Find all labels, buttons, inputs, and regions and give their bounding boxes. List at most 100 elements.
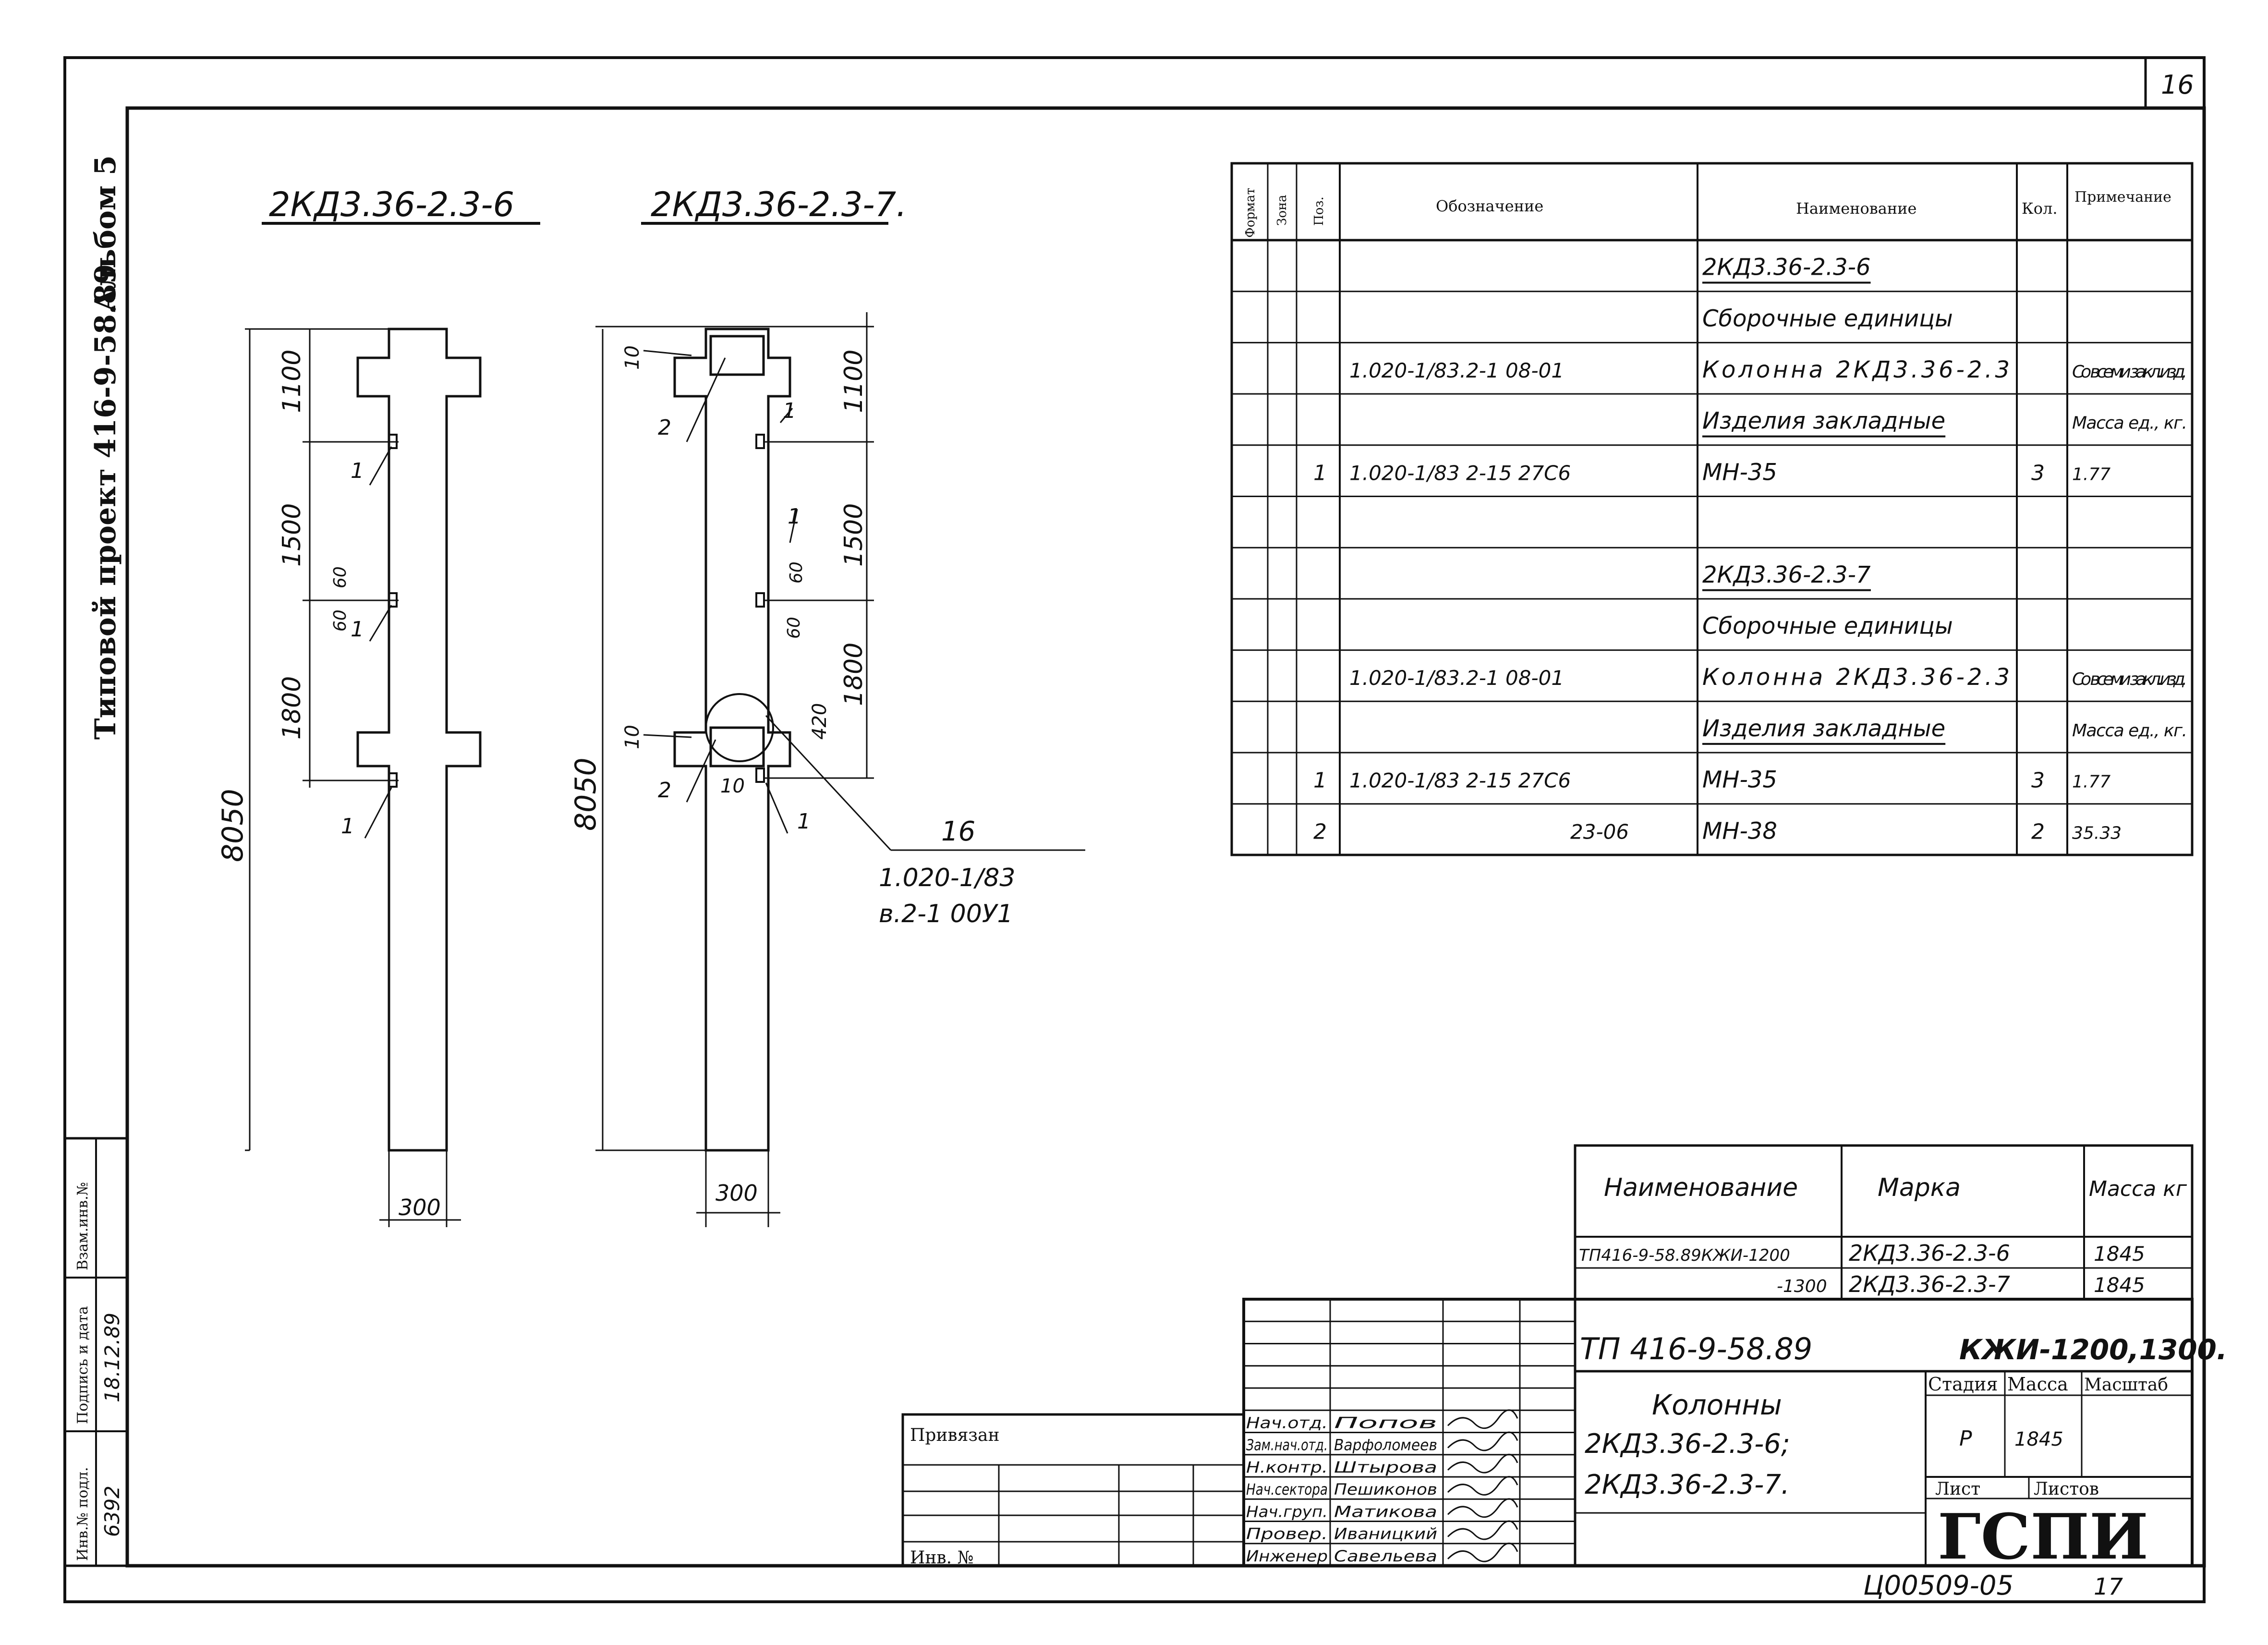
signer-name: Пешиконов xyxy=(1334,1480,1437,1499)
spec-cell-oboz: 1.020-1/83 2-15 27С6 xyxy=(1349,461,1571,485)
leader xyxy=(369,446,392,486)
privyazan-frame xyxy=(901,1413,1245,1567)
spec-cell-name: МН-35 xyxy=(1702,767,1777,793)
spec-cell-oboz: 23-06 xyxy=(1570,820,1629,843)
signer-name: Савельева xyxy=(1334,1547,1437,1565)
signer-role: Зам.нач.отд. xyxy=(1246,1436,1328,1454)
signer-row: Нач.отд.Попов xyxy=(1246,1409,1518,1432)
privyazan-label: Привязан xyxy=(910,1426,1000,1445)
title-name-2: 2КД3.36-2.3-6; xyxy=(1585,1428,1790,1460)
spec-row: 2КД3.36-2.3-6 xyxy=(1702,254,1871,284)
dim-60b: 60 xyxy=(330,609,350,632)
spec-cell-oboz: 1.020-1/83.2-1 08-01 xyxy=(1349,666,1564,690)
album-label: Альбом 5 xyxy=(89,155,122,312)
dim-300: 300 xyxy=(399,1194,441,1220)
spec-cell-qty: 3 xyxy=(2031,768,2045,793)
spec-row: Изделия закладные Масса ед., кг. xyxy=(1702,715,2187,745)
leader xyxy=(364,787,392,839)
title-code: ТП 416-9-58.89 xyxy=(1580,1331,1812,1366)
signer-name: Матикова xyxy=(1334,1502,1437,1521)
spec-cell-name: Изделия закладные xyxy=(1702,715,1945,742)
spec-row: Сборочные единицы xyxy=(1702,305,1953,332)
dim-1100: 1100 xyxy=(278,350,306,413)
spec-cell-qty: 2 xyxy=(2031,819,2045,844)
marks-r1-mass: 1845 xyxy=(2094,1242,2145,1266)
marks-r1-mark: 2КД3.36-2.3-6 xyxy=(1849,1240,2010,1266)
spec-cell-note: Масса ед., кг. xyxy=(2072,414,2187,433)
pos-mark: 1 xyxy=(788,504,801,529)
bottom-sheet-mark: 17 xyxy=(2094,1573,2123,1600)
sign-date: 18.12.89 xyxy=(100,1313,124,1402)
dim-60a: 60 xyxy=(330,566,350,588)
spec-cell-name: 2КД3.36-2.3-7 xyxy=(1702,561,1871,588)
leader xyxy=(686,739,716,803)
spec-row: Изделия закладные Масса ед., кг. xyxy=(1702,408,2187,438)
spec-cell-name: Колонна 2КД3.36-2.3 xyxy=(1702,356,2010,383)
stage-label: Стадия xyxy=(1928,1374,1998,1395)
signer-role: Инженер xyxy=(1246,1547,1328,1565)
marks-r2-name: -1300 xyxy=(1777,1277,1827,1296)
mass-value: 1845 xyxy=(2014,1428,2063,1450)
pos-mark: 1 xyxy=(341,814,354,839)
pos-mark: 1 xyxy=(783,399,796,423)
bottom-code: Ц00509-05 xyxy=(1863,1570,2013,1601)
spec-cell-note: Со всеми закл.изд. xyxy=(2072,670,2187,689)
spec-cell-qty: 3 xyxy=(2031,461,2045,485)
signer-row: Н.контр.Штырова xyxy=(1246,1453,1518,1476)
dim-60b: 60 xyxy=(784,617,804,639)
callout-ref-2: в.2-1 00У1 xyxy=(879,900,1013,928)
spec-cell-pos: 1 xyxy=(1313,768,1327,793)
spec-cell-name: 2КД3.36-2.3-6 xyxy=(1702,254,1871,281)
dim-1800: 1800 xyxy=(278,676,306,740)
dim-8050: 8050 xyxy=(216,789,250,862)
dim-10-top: 10 xyxy=(621,345,643,370)
stamp-col-sign: Подпись и дата xyxy=(74,1306,91,1424)
leader xyxy=(779,408,793,423)
plate-mark xyxy=(755,768,765,783)
sheet-label: Лист xyxy=(1935,1479,1980,1499)
column-2-title: 2КД3.36-2.3-7. xyxy=(651,185,907,224)
stamp-col-inv: Инв.№ подл. xyxy=(74,1467,91,1561)
pos-mark: 2 xyxy=(658,778,671,803)
signer-role: Нач.сектора xyxy=(1246,1480,1328,1499)
signer-row: Зам.нач.отд. Варфоломеев xyxy=(1246,1431,1518,1454)
callout-num: 16 xyxy=(941,816,975,847)
signer-row: Провер.Иваницкий xyxy=(1246,1520,1518,1543)
leader xyxy=(686,357,726,442)
spec-frame xyxy=(1230,162,2194,856)
spec-h-format: Формат xyxy=(1243,188,1258,238)
signer-name: Штырова xyxy=(1334,1458,1437,1476)
marks-h-name: Наименование xyxy=(1604,1173,1798,1202)
title-block: ТП 416-9-58.89 КЖИ-1200,1300. Колонны 2К… xyxy=(1242,1298,2227,1573)
title-name-3: 2КД3.36-2.3-7. xyxy=(1585,1469,1790,1500)
signature-scribble xyxy=(1447,1409,1518,1429)
signer-role: Нач.груп. xyxy=(1246,1502,1328,1521)
marks-r1-name: ТП416-9-58.89КЖИ-1200 xyxy=(1579,1246,1790,1265)
org-name: ГСПИ xyxy=(1938,1500,2148,1573)
signer-role: Провер. xyxy=(1246,1525,1328,1543)
signature-scribble xyxy=(1447,1542,1518,1562)
spec-cell-oboz: 1.020-1/83.2-1 08-01 xyxy=(1349,359,1564,382)
spec-h-qty: Кол. xyxy=(2022,199,2058,218)
column-1-outline xyxy=(356,328,482,1152)
spec-cell-name: Сборочные единицы xyxy=(1702,612,1953,639)
dim-1800: 1800 xyxy=(839,643,868,706)
spec-h-oboz: Обозначение xyxy=(1436,197,1543,215)
plate-mark xyxy=(755,592,765,608)
marks-table: Наименование Марка Масса кг ТП416-9-58.8… xyxy=(1574,1144,2194,1301)
dim-60a: 60 xyxy=(787,561,806,584)
spec-cell-note: Масса ед., кг. xyxy=(2072,721,2187,741)
spec-cell-note: 35.33 xyxy=(2072,823,2122,843)
spec-cell-note: 1.77 xyxy=(2072,464,2110,484)
leader xyxy=(789,509,798,543)
spec-cell-name: Изделия закладные xyxy=(1702,408,1945,435)
signer-name: Варфоломеев xyxy=(1334,1436,1437,1454)
spec-cell-pos: 1 xyxy=(1313,461,1327,485)
marks-h-mark: Марка xyxy=(1878,1173,1961,1202)
detail-circle xyxy=(705,693,774,762)
column-2-outline xyxy=(673,328,791,1152)
title-name-1: Колонны xyxy=(1652,1389,1782,1421)
